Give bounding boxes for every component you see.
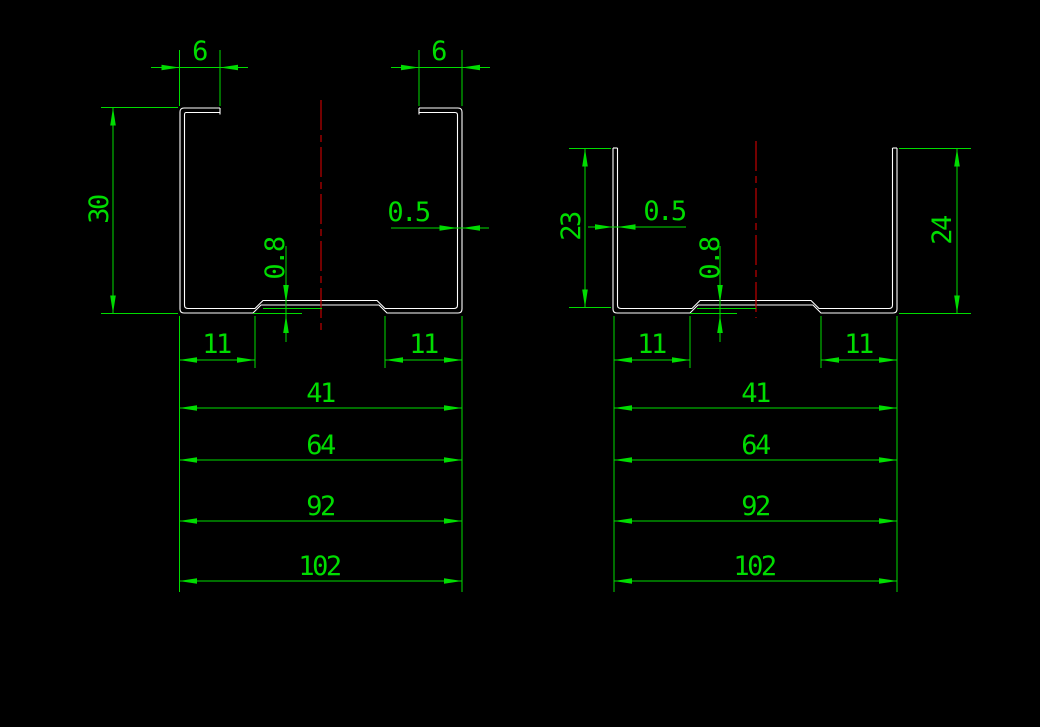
dim-left-width-92: 92: [179, 491, 462, 524]
dim-label: 92: [741, 491, 769, 522]
dim-label: 64: [306, 430, 335, 461]
left-profile-dimensions: 6 6 30 0.5: [84, 36, 490, 592]
dim-left-lip-width-right: 6: [391, 36, 490, 106]
dim-label: 102: [733, 551, 775, 582]
dim-label: 0.8: [260, 237, 291, 280]
dim-label: 92: [306, 491, 334, 522]
dim-left-lip-width-left: 6: [151, 36, 248, 106]
dim-label: 11: [637, 329, 666, 360]
dim-left-wall-thickness: 0.5: [387, 197, 489, 231]
right-profile-dimensions: 23 24 0.5 0.8: [556, 148, 971, 592]
dim-label: 11: [409, 329, 438, 360]
dim-label: 23: [556, 212, 587, 241]
dim-label: 30: [84, 195, 115, 224]
dim-right-width-102: 102: [614, 551, 897, 584]
dim-label: 0.5: [643, 196, 686, 227]
dim-label: 0.5: [387, 197, 430, 228]
dim-right-height-right: 24: [899, 148, 971, 314]
dim-label: 6: [431, 36, 446, 67]
dim-left-width-41: 41: [179, 378, 462, 411]
dim-label: 11: [844, 329, 873, 360]
left-profile-outer-contour: [179, 107, 463, 314]
dim-label: 64: [741, 430, 770, 461]
left-profile-outline: [179, 107, 463, 314]
dim-label: 6: [192, 36, 207, 67]
dim-label: 0.8: [695, 237, 726, 280]
dim-right-bottom-step: 0.8: [690, 237, 756, 342]
dim-label: 102: [298, 551, 340, 582]
dim-right-foot-left: 11: [614, 316, 691, 368]
dim-left-foot-right: 11: [384, 316, 462, 368]
dim-right-foot-right: 11: [820, 316, 897, 368]
dim-left-width-64: 64: [179, 430, 462, 463]
dim-right-width-92: 92: [614, 491, 897, 524]
dim-left-bottom-step: 0.8: [253, 237, 322, 342]
dim-label: 41: [741, 378, 770, 409]
dim-left-width-102: 102: [179, 551, 462, 584]
dim-label: 41: [306, 378, 335, 409]
dim-right-width-41: 41: [614, 378, 897, 411]
dim-label: 11: [202, 329, 231, 360]
dim-right-width-64: 64: [614, 430, 897, 463]
dim-label: 24: [927, 216, 958, 245]
dim-right-height-left: 23: [556, 148, 611, 308]
left-profile-inner-contour: [183, 111, 459, 310]
dim-right-wall-thickness: 0.5: [588, 196, 688, 230]
dim-left-height: 30: [84, 107, 178, 314]
dim-left-foot-left: 11: [179, 316, 256, 368]
